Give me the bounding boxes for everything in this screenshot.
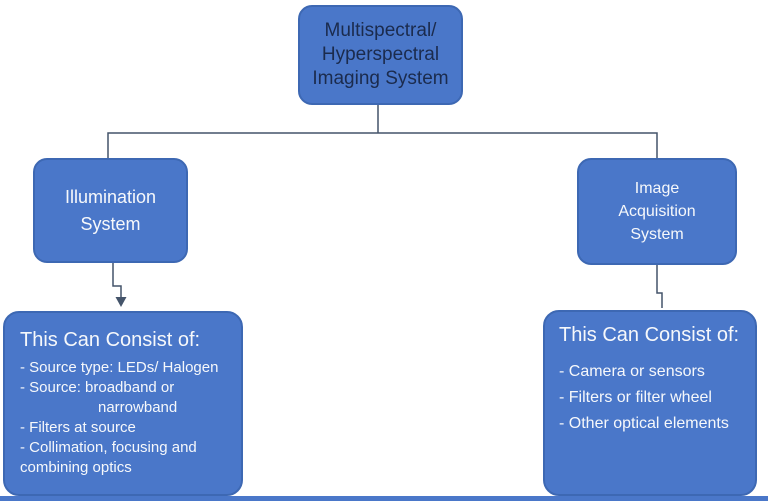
left-detail-item: - Source: broadband or	[20, 379, 175, 396]
illumination-system-node: Illumination System	[33, 158, 188, 263]
left-detail-item: - Source type: LEDs/ Halogen	[20, 359, 219, 376]
arrowhead-down-icon	[115, 297, 127, 307]
root-node-label: Multispectral/ Hyperspectral Imaging Sys…	[312, 19, 449, 90]
right-elbow-connector	[656, 265, 663, 308]
left-detail-item: - Filters at source	[20, 419, 136, 436]
left-arrow-connector	[112, 263, 122, 298]
tree-connector	[107, 105, 658, 158]
left-detail-title: This Can Consist of:	[20, 329, 201, 351]
image-acquisition-system-node: Image Acquisition System	[577, 158, 737, 265]
root-node-multispectral-system: Multispectral/ Hyperspectral Imaging Sys…	[298, 5, 463, 105]
right-detail-item: - Other optical elements	[559, 415, 729, 432]
right-detail-title: This Can Consist of:	[559, 324, 740, 346]
illumination-detail-node: This Can Consist of: - Source type: LEDs…	[3, 311, 243, 496]
right-detail-item: - Filters or filter wheel	[559, 389, 712, 406]
left-detail-item: - Collimation, focusing and	[20, 439, 197, 456]
acquisition-node-label: Image Acquisition System	[618, 179, 696, 244]
acquisition-detail-node: This Can Consist of: - Camera or sensors…	[543, 310, 757, 496]
cropped-bottom-shape	[0, 496, 768, 501]
illumination-node-label: Illumination System	[64, 187, 157, 234]
right-detail-item: - Camera or sensors	[559, 363, 705, 380]
left-detail-item-continuation: narrowband	[98, 399, 178, 416]
left-detail-item-continuation: combining optics	[20, 459, 132, 476]
